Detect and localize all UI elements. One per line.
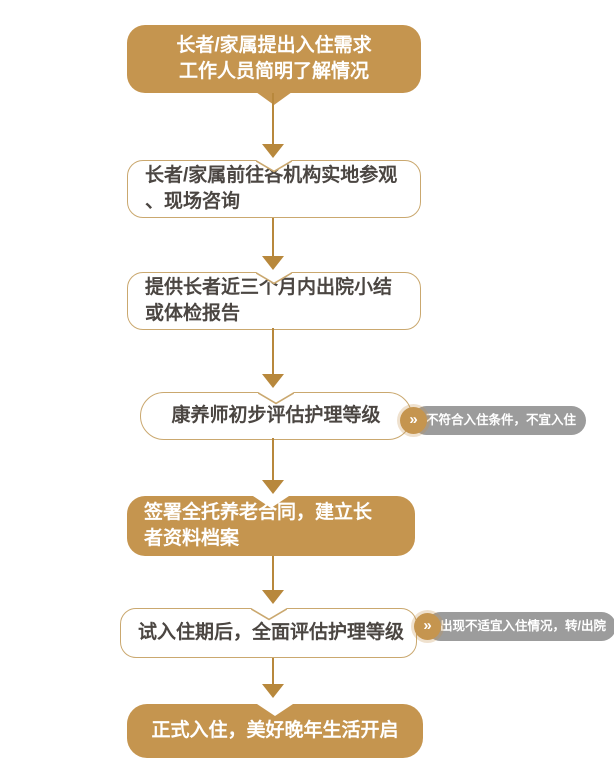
step-1-line-2: 工作人员简明了解情况: [178, 61, 369, 82]
notch-icon: [257, 703, 293, 716]
branch-label-2: 出现不适宜入住情况，转/出院: [426, 612, 614, 641]
step-1-line-1: 长者/家属提出入住需求: [176, 35, 372, 56]
step-3-line-2: 或体检报告: [145, 303, 241, 324]
double-chevron-glyph: »: [409, 411, 418, 428]
arrow-down-icon: [262, 374, 284, 388]
step-5-line-2: 者资料档案: [144, 528, 240, 549]
step-box-5: 签署全托养老合同，建立长 者资料档案: [127, 495, 415, 556]
step-box-7: 正式入住，美好晚年生活开启: [127, 703, 423, 758]
step-box-1: 长者/家属提出入住需求 工作人员简明了解情况: [127, 25, 421, 105]
step-box-4: 康养师初步评估护理等级: [140, 392, 412, 440]
step-7-line-1: 正式入住，美好晚年生活开启: [151, 720, 399, 741]
arrow-down-icon: [262, 256, 284, 270]
step-2-line-2: 、现场咨询: [145, 191, 241, 212]
tail-icon: [256, 92, 292, 105]
arrow-down-icon: [262, 480, 284, 494]
flow-connector-line: [272, 218, 274, 258]
double-chevron-icon: »: [414, 613, 441, 640]
flow-connector-line: [272, 556, 274, 592]
double-chevron-glyph: »: [423, 617, 432, 634]
flow-connector-line: [272, 658, 274, 686]
arrow-down-icon: [262, 144, 284, 158]
arrow-down-icon: [262, 684, 284, 698]
step-3-line-1: 提供长者近三个月内出院小结: [145, 277, 393, 298]
flow-connector-line: [272, 438, 274, 482]
step-6-line-1: 试入住期后，全面评估护理等级: [138, 622, 405, 643]
step-box-2: 长者/家属前往各机构实地参观 、现场咨询: [127, 160, 421, 218]
step-2-line-1: 长者/家属前往各机构实地参观: [145, 165, 398, 186]
branch-label-1: 不符合入住条件，不宜入住: [412, 406, 587, 435]
step-box-3: 提供长者近三个月内出院小结 或体检报告: [127, 272, 421, 330]
step-4-line-1: 康养师初步评估护理等级: [171, 405, 381, 426]
double-chevron-icon: »: [400, 407, 427, 434]
flow-connector-line: [272, 328, 274, 376]
step-box-6: 试入住期后，全面评估护理等级: [120, 608, 417, 658]
arrow-down-icon: [262, 590, 284, 604]
flow-connector-line: [272, 93, 274, 146]
step-5-line-1: 签署全托养老合同，建立长: [144, 502, 373, 523]
